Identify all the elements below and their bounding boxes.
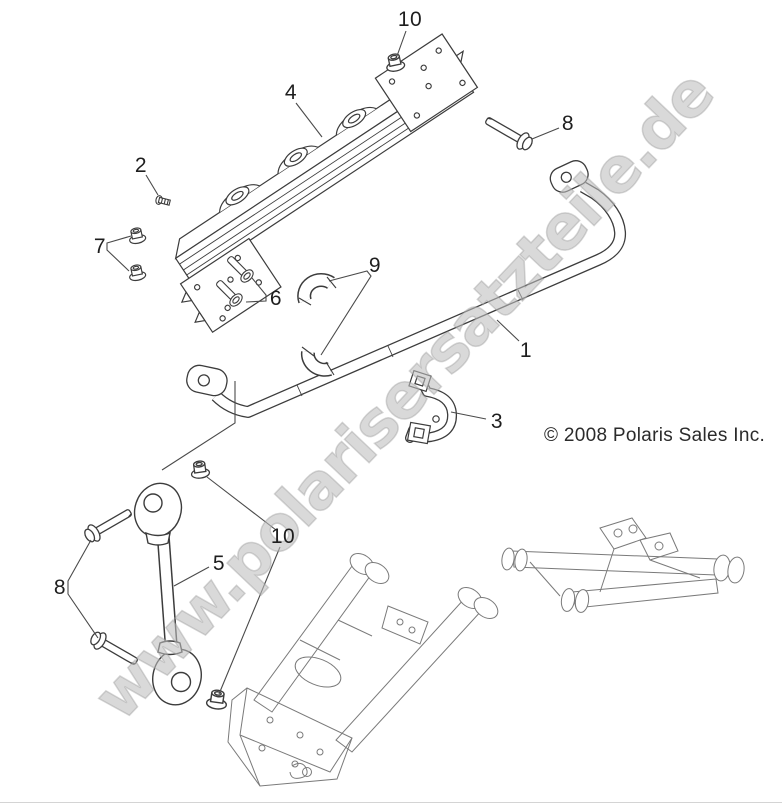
leader-lines — [67, 30, 560, 695]
callout-1: 1 — [519, 339, 533, 362]
flange-bolt-8a-left — [81, 503, 136, 546]
bushing-halves-drawing — [297, 273, 337, 377]
stabilizer-bar-drawing — [186, 160, 627, 418]
flange-bolt-8-right — [481, 111, 536, 154]
stabilizer-link-drawing — [133, 482, 202, 706]
callout-6: 6 — [269, 287, 283, 310]
flange-nut-7b — [126, 262, 148, 283]
callout-7: 7 — [93, 235, 107, 258]
flange-nut-10b — [189, 459, 211, 480]
flange-nut-10c — [205, 688, 229, 711]
callout-2: 2 — [134, 154, 148, 177]
bottom-divider-line — [0, 802, 782, 803]
set-screw-2 — [154, 194, 172, 208]
callout-3: 3 — [490, 410, 504, 433]
bushing-clamp-drawing — [405, 369, 458, 445]
callout-9: 9 — [368, 254, 382, 277]
callout-4: 4 — [284, 81, 298, 104]
callout-5: 5 — [212, 552, 226, 575]
callout-8-right: 8 — [561, 112, 575, 135]
callout-10-top: 10 — [397, 8, 423, 31]
mounting-bracket-drawing — [174, 33, 479, 334]
callout-10-mid: 10 — [270, 525, 296, 548]
swing-arm-reference-rear — [501, 517, 745, 613]
copyright-notice: © 2008 Polaris Sales Inc. — [544, 425, 766, 446]
callout-8-left: 8 — [53, 576, 67, 599]
swing-arm-reference-front — [227, 553, 499, 787]
